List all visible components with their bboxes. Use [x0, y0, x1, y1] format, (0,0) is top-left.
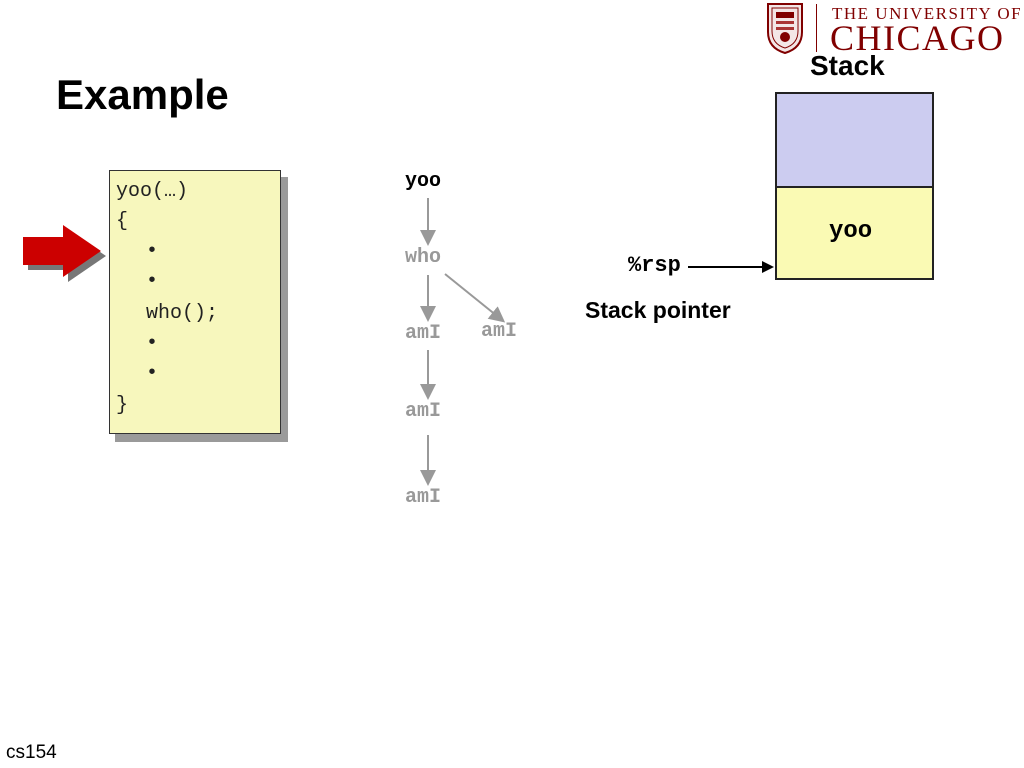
university-seal-icon: [767, 3, 803, 54]
stack-frame-yoo: yoo: [777, 188, 932, 278]
stack-pointer-label: Stack pointer: [585, 297, 731, 323]
tree-node-ami-left: amI: [405, 322, 442, 345]
stack-frame-label: yoo: [829, 218, 873, 245]
stack-label: Stack: [810, 50, 885, 81]
code-line-5: who();: [146, 302, 219, 325]
code-box: yoo(…) { • • who(); • • }: [109, 170, 281, 434]
logo-divider: [816, 4, 817, 52]
tree-node-ami-right: amI: [481, 320, 518, 343]
tree-node-ami-level3: amI: [405, 400, 442, 423]
code-line-8: }: [116, 394, 129, 417]
tree-node-ami-level4: amI: [405, 486, 442, 509]
tree-node-yoo: yoo: [405, 170, 442, 193]
logo-line-2: CHICAGO: [830, 18, 1005, 58]
tree-node-who: who: [405, 246, 442, 269]
stack-pointer-arrow-icon: [688, 261, 774, 273]
code-line-4: •: [146, 270, 159, 293]
code-line-3: •: [146, 240, 159, 263]
current-line-arrow-icon: [23, 225, 106, 282]
code-line-6: •: [146, 332, 159, 355]
rsp-register-label: %rsp: [628, 253, 681, 278]
code-line-7: •: [146, 362, 159, 385]
code-line-2: {: [116, 210, 129, 233]
code-line-1: yoo(…): [116, 180, 189, 203]
university-logo: THE UNIVERSITY OF CHICAGO: [766, 2, 1023, 58]
stack-previous-region: [777, 94, 932, 188]
course-footer: cs154: [6, 742, 57, 763]
slide-title: Example: [56, 71, 229, 118]
logo-line-1: THE UNIVERSITY OF: [832, 4, 1023, 23]
call-tree-edges: [420, 198, 506, 486]
stack-diagram: yoo: [775, 92, 934, 280]
